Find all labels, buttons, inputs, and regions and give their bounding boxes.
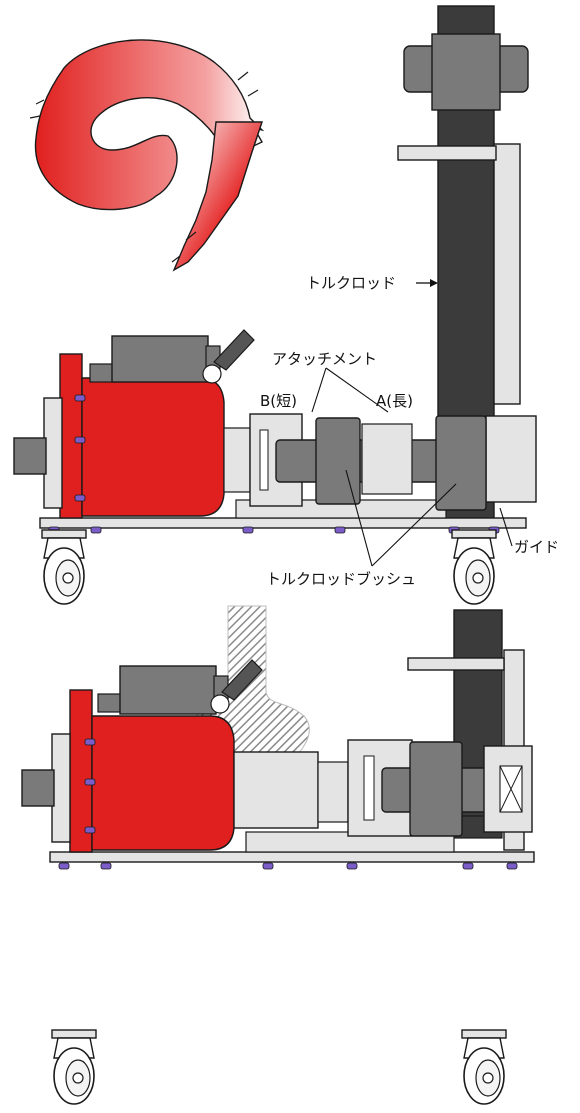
label-torque-rod: トルクロッド [306,274,396,292]
torque-rod-bush-1 [315,417,361,505]
assembly-after [21,609,535,1105]
label-guide: ガイド [514,538,559,556]
wrench-flange [59,353,83,519]
assembly-before [13,5,537,605]
torque-rod-bush-2 [435,415,487,511]
caster-wheel-icon [451,529,497,605]
rotation-arrow-icon [29,39,265,272]
label-a-long: A(長) [376,392,413,410]
caster-wheel-icon [461,1029,507,1105]
label-torque-rod-bush: トルクロッドブッシュ [266,570,416,588]
label-attachment: アタッチメント [272,350,377,368]
caster-wheel-icon [41,529,87,605]
label-b-short: B(短) [260,392,297,410]
top-labels: トルクロッド アタッチメント B(短) A(長) ガイド トルクロッドブッシュ [260,274,559,588]
caster-wheel-icon [51,1029,97,1105]
